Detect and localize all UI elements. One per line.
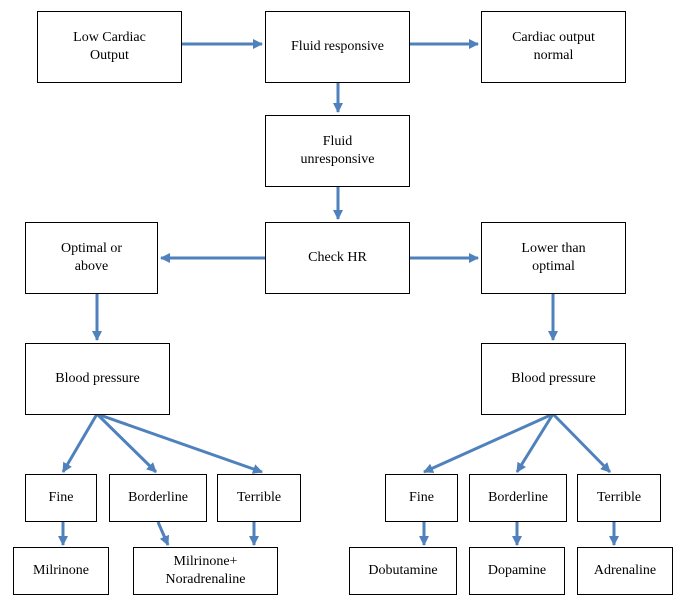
node-blood-pressure-right: Blood pressure <box>481 343 626 415</box>
node-dopamine: Dopamine <box>469 547 565 595</box>
node-borderline-left: Borderline <box>109 474 207 522</box>
arrow-bp-left-to-borderline <box>95 412 158 474</box>
node-lower-than-optimal: Lower than optimal <box>481 222 626 294</box>
node-check-hr: Check HR <box>265 222 410 294</box>
node-milrinone: Milrinone <box>13 547 109 595</box>
arrow-bp-right-to-borderline <box>515 413 555 473</box>
node-blood-pressure-left: Blood pressure <box>25 343 170 415</box>
node-fine-right: Fine <box>385 474 458 522</box>
arrow-borderline-to-milnor <box>156 521 170 546</box>
arrow-bp-right-to-fine <box>423 412 554 474</box>
node-borderline-right: Borderline <box>469 474 567 522</box>
node-terrible-left: Terrible <box>217 474 301 522</box>
node-low-cardiac-output: Low Cardiac Output <box>37 11 182 83</box>
node-milrinone-noradrenaline: Milrinone+ Noradrenaline <box>133 547 278 595</box>
node-cardiac-output-normal: Cardiac output normal <box>481 11 626 83</box>
node-optimal-or-above: Optimal or above <box>25 222 158 294</box>
node-fluid-unresponsive: Fluid unresponsive <box>265 115 410 187</box>
node-dobutamine: Dobutamine <box>349 547 457 595</box>
node-adrenaline: Adrenaline <box>577 547 673 595</box>
node-terrible-right: Terrible <box>577 474 661 522</box>
node-fluid-responsive: Fluid responsive <box>265 11 410 83</box>
arrow-bp-left-to-fine <box>61 413 99 473</box>
arrow-bp-left-to-terrible <box>96 412 263 474</box>
node-fine-left: Fine <box>25 474 97 522</box>
arrow-bp-right-to-terrible <box>551 412 612 474</box>
